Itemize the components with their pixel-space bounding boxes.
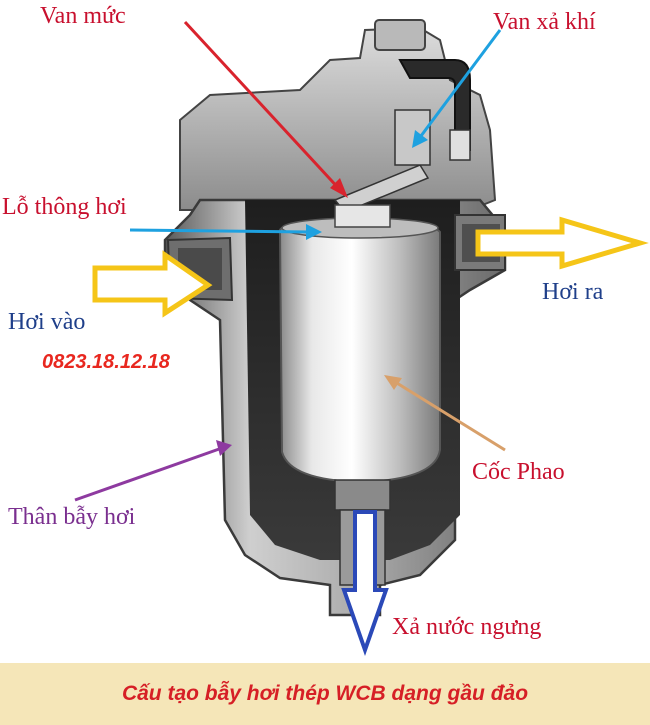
label-coc-phao: Cốc Phao	[472, 459, 565, 485]
drain-outlet	[334, 479, 391, 511]
steam-trap-diagram	[74, 19, 649, 657]
arrow-xa-nuoc-ngung	[341, 510, 389, 657]
label-xa-nuoc-ngung: Xả nước ngưng	[392, 614, 542, 640]
label-van-xa-khi: Van xả khí	[493, 9, 596, 35]
label-van-muc: Van mức	[40, 3, 126, 29]
float-cup	[278, 216, 441, 484]
label-hoi-vao: Hơi vào	[8, 309, 86, 335]
vent-plug	[374, 19, 426, 51]
caption-bar: Cấu tạo bẫy hơi thép WCB dạng gầu đảo	[0, 663, 650, 725]
arrow-van-muc	[183, 20, 344, 194]
arrow-than-bay-hoi	[74, 446, 223, 502]
caption-text: Cấu tạo bẫy hơi thép WCB dạng gầu đảo	[121, 682, 529, 705]
label-lo-thong-hoi: Lỗ thông hơi	[2, 194, 127, 220]
arrow-hoi-ra	[475, 216, 649, 270]
arrow-coc-phao	[391, 378, 506, 452]
label-hoi-ra: Hơi ra	[542, 279, 604, 305]
arrow-van-xa-khi	[416, 29, 502, 141]
label-than-bay-hoi: Thân bẫy hơi	[8, 504, 136, 530]
arrow-lo-thong-hoi	[129, 228, 311, 234]
phone-number: 0823.18.12.18	[42, 351, 170, 373]
arrow-hoi-vao	[92, 250, 213, 318]
